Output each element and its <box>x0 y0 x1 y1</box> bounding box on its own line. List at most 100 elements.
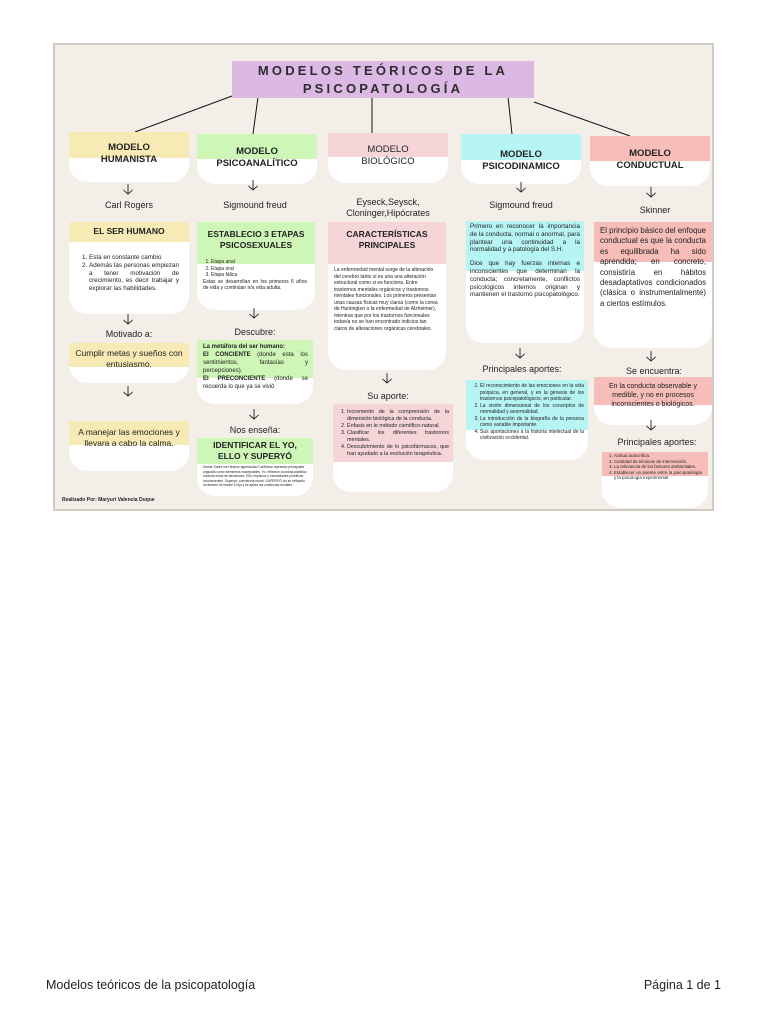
tab-psicoanalitico: MODELO PSICOANALÍTICO <box>197 134 317 184</box>
list-item: Esta en constante cambio <box>89 254 179 262</box>
tab-psicodinamico: MODELO PSICODINAMICO <box>461 134 581 184</box>
down-arrow-icon: 🡣 <box>515 179 527 196</box>
list-item: La introducción de la biografía de la pe… <box>480 416 584 429</box>
label-principales-aportes: Principales aportes: <box>482 364 562 374</box>
author-biologico: Eyseck,Seysck, Cloninger,Hipócrates <box>328 197 448 219</box>
down-arrow-icon: 🡣 <box>122 311 134 328</box>
connector-line <box>507 96 513 135</box>
model-label: MODELO <box>500 149 542 160</box>
connector-line <box>134 95 233 133</box>
psicodinamico-card-aportes: El reconocimiento de las emociones en la… <box>466 380 588 460</box>
card-text: Donde Sobre los Hechos agresividad Confl… <box>203 465 307 487</box>
model-label: MODELO <box>108 142 150 153</box>
model-label: MODELO <box>629 148 671 159</box>
down-arrow-icon: 🡣 <box>248 305 260 322</box>
list-item: Además las personas empiezan a tener mot… <box>89 262 179 293</box>
connector-lines <box>134 95 631 137</box>
psicoanalitico-card-metafora: La metáfora del ser humano: EI CONCIENTE… <box>197 340 313 404</box>
humanista-card-metas: Cumplir metas y sueños con entusiasmo. <box>69 343 189 383</box>
card-line: EI CONCIENTE (donde esta los sentimiento… <box>203 351 308 375</box>
bold-term: EI PRECONCIENTE <box>203 376 266 382</box>
model-label: BIOLÓGICO <box>361 156 415 167</box>
card-line: EI PRECONCIENTE (donde se recuerda lo qu… <box>203 375 308 391</box>
card-title: ESTABLECIO 3 ETAPAS PSICOSEXUALES <box>207 229 305 250</box>
list-item: Clasificar los diferentes trastornos men… <box>347 430 449 444</box>
down-arrow-icon: 🡣 <box>122 383 134 400</box>
card-title: EL SER HUMANO <box>93 226 165 236</box>
card-text: En la conducta observable y medible, y n… <box>609 383 697 408</box>
down-arrow-icon: 🡣 <box>514 345 526 362</box>
model-label: CONDUCTUAL <box>616 160 684 171</box>
list-item: Descubrimiento de lo psicofármacos, que … <box>347 444 449 458</box>
term-desc: (donde esta los sentimientos, fantasías … <box>203 352 308 374</box>
conductual-card-encuentra: En la conducta observable y medible, y n… <box>594 377 712 425</box>
list-item: Etapa anal <box>211 259 309 266</box>
card-list: Esta en constante cambio Además las pers… <box>69 242 189 293</box>
list-item: Etapa oral <box>211 266 309 273</box>
card-title: IDENTIFICAR EL YO, ELLO Y SUPERYÓ <box>213 440 297 461</box>
title-line2: PSICOPATOLOGÍA <box>302 81 464 96</box>
list-item: Énfasis en le método científico-natural. <box>347 423 449 430</box>
down-arrow-icon: 🡣 <box>248 406 260 423</box>
footer-page-number: Página 1 de 1 <box>643 978 721 992</box>
label-descubre: Descubre: <box>234 327 276 337</box>
author-line: Eyseck,Seysck, <box>356 197 420 207</box>
label-principales-aportes-conductual: Principales aportes: <box>617 437 697 447</box>
list-item: Etapa fálica <box>211 272 309 279</box>
psicoanalitico-card-etapas: ESTABLECIO 3 ETAPAS PSICOSEXUALES Etapa … <box>197 222 315 310</box>
card-text: Cumplir metas y sueños con entusiasmo. <box>75 348 183 369</box>
title-line1: MODELOS TEÓRICOS DE LA <box>257 63 509 78</box>
label-motivado: Motivado a: <box>105 329 153 339</box>
down-arrow-icon: 🡣 <box>645 348 657 365</box>
card-text: Primero en reconocer la importancia de l… <box>470 223 580 254</box>
card-text: Dice que hay fuerzas internas e inconsci… <box>470 260 580 299</box>
author-psicodinamico: Sigmound freud <box>489 200 553 210</box>
humanista-card-emociones: A manejar las emociones y llevara a cabo… <box>69 421 189 471</box>
model-label: PSICODINAMICO <box>482 161 560 172</box>
tab-biologico: MODELO BIOLÓGICO <box>328 133 448 183</box>
down-arrow-icon: 🡣 <box>247 177 259 194</box>
card-text: llevara a cabo la calma. <box>84 438 174 448</box>
card-text: Estas se desarrollan en los primeros 6 a… <box>203 278 307 292</box>
biologico-card-caracteristicas: CARACTERÍSTICAS PRINCIPALES La enfermeda… <box>328 222 446 370</box>
list-item: Incremento de la comprensión de la dimen… <box>347 409 449 423</box>
psicodinamico-card-primero: Primero en reconocer la importancia de l… <box>466 221 584 343</box>
list-item: Actitud autocrítica. <box>614 453 702 459</box>
list-item: La relevancia de los factores ambientale… <box>614 464 702 470</box>
author-psicoanalitico: Sigmound freud <box>223 200 287 210</box>
footer-document-title: Modelos teóricos de la psicopatología <box>46 978 256 992</box>
label-se-encuentra: Se encuentra: <box>625 366 683 376</box>
card-list: Actitud autocrítica. Cantidad de técnica… <box>602 452 708 481</box>
diagram-title: MODELOS TEÓRICOS DE LA PSICOPATOLOGÍA <box>232 61 534 98</box>
author-humanista: Carl Rogers <box>104 200 153 210</box>
author-conductual: Skinner <box>639 205 671 215</box>
card-list: El reconocimiento de las emociones en la… <box>466 380 588 442</box>
card-text: A manejar las emociones y <box>78 427 180 437</box>
model-label: HUMANISTA <box>100 154 158 165</box>
tab-conductual: MODELO CONDUCTUAL <box>590 136 710 186</box>
card-text: La enfermedad mental surge de la alterac… <box>334 267 438 332</box>
bold-term: EI CONCIENTE <box>203 352 251 358</box>
connector-line <box>252 96 259 135</box>
author-line: Cloninger,Hipócrates <box>346 208 430 218</box>
term-desc: (donde se recuerda lo que ya se vivió <box>203 376 309 390</box>
list-item: Sus aportaciones a la historia intelectu… <box>480 429 584 442</box>
tab-humanista: MODELO HUMANISTA <box>69 132 189 182</box>
list-item: Cantidad de técnicas de intervención. <box>614 459 702 465</box>
list-item: Establecer un puente entre la psicopatol… <box>614 470 702 481</box>
down-arrow-icon: 🡣 <box>381 370 393 387</box>
model-label: MODELO <box>236 146 278 157</box>
card-list: Etapa anal Etapa oral Etapa fálica <box>197 257 315 279</box>
down-arrow-icon: 🡣 <box>645 184 657 201</box>
card-text: El principio básico del enfoque conductu… <box>600 226 706 308</box>
conductual-card-principio: El principio básico del enfoque conductu… <box>594 222 712 348</box>
label-aporte: Su aporte: <box>367 391 409 401</box>
connector-line <box>533 101 631 137</box>
biologico-card-aporte: Incremento de la comprensión de la dimen… <box>333 404 453 492</box>
humanista-card-ser-humano: EL SER HUMANO Esta en constante cambio A… <box>69 222 189 314</box>
psicoanalitico-card-yo: IDENTIFICAR EL YO, ELLO Y SUPERYÓ Donde … <box>197 438 313 496</box>
list-item: La visión dimensional de los conceptos d… <box>480 403 584 416</box>
card-title: CARACTERÍSTICAS PRINCIPALES <box>346 229 428 250</box>
card-list: Incremento de la comprensión de la dimen… <box>333 404 453 458</box>
card-text: La metáfora del ser humano: EI CONCIENTE… <box>197 340 313 391</box>
